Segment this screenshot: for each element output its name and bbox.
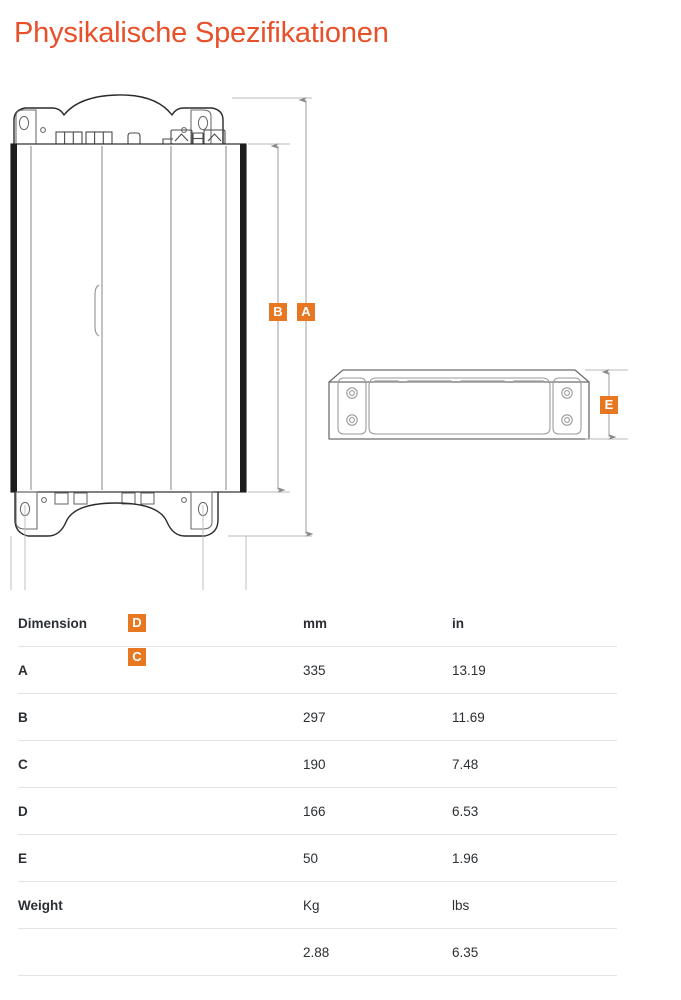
drawing-canvas — [10, 94, 628, 590]
front-view-body — [10, 143, 247, 493]
dimension-label-A: A — [297, 303, 315, 321]
dimension-label-E: E — [600, 396, 618, 414]
table-cell-in: 7.48 — [452, 740, 617, 788]
table-cell-mm: Kg — [303, 881, 452, 929]
table-cell-in: 13.19 — [452, 646, 617, 694]
technical-drawing: B A D C E — [0, 90, 681, 666]
front-view-bottom-bracket — [14, 492, 219, 537]
table-cell-in: lbs — [452, 881, 617, 929]
front-view-bottom-ear-right — [181, 491, 213, 530]
front-view — [10, 94, 247, 537]
front-view-top-bracket — [13, 94, 224, 159]
table-cell-mm: 50 — [303, 834, 452, 882]
table-cell-dimension: E — [18, 834, 303, 882]
dimension-lines-front-horizontal — [10, 505, 247, 590]
front-view-top-ear-right — [181, 109, 212, 157]
table-cell-mm: 166 — [303, 787, 452, 835]
side-view — [328, 369, 590, 440]
table-cell-dimension: Dimension — [18, 600, 303, 647]
dimension-label-B: B — [269, 303, 287, 321]
front-view-top-ear-left — [15, 109, 46, 157]
table-cell-in: 1.96 — [452, 834, 617, 882]
table-cell-mm: 190 — [303, 740, 452, 788]
table-cell-dimension: Weight — [18, 881, 303, 929]
table-cell-in: 6.53 — [452, 787, 617, 835]
table-cell-dimension: B — [18, 693, 303, 741]
table-cell-dimension: A — [18, 646, 303, 694]
page-title: Physikalische Spezifikationen — [14, 17, 389, 49]
table-cell-in: in — [452, 600, 617, 647]
side-view-tab-left — [337, 377, 367, 435]
table-cell-mm: 297 — [303, 693, 452, 741]
table-cell-mm: mm — [303, 600, 452, 647]
table-cell-dimension: D — [18, 787, 303, 835]
side-view-tab-right — [552, 377, 582, 435]
table-cell-mm: 335 — [303, 646, 452, 694]
table-cell-dimension: C — [18, 740, 303, 788]
table-cell-in: 11.69 — [452, 693, 617, 741]
table-cell-mm: 2.88 — [303, 928, 452, 976]
table-cell-in: 6.35 — [452, 928, 617, 976]
front-view-bottom-ear-left — [15, 491, 47, 530]
front-view-bottom-tabs — [54, 492, 155, 505]
front-view-connectors — [55, 129, 226, 145]
table-cell-dimension — [18, 928, 303, 976]
